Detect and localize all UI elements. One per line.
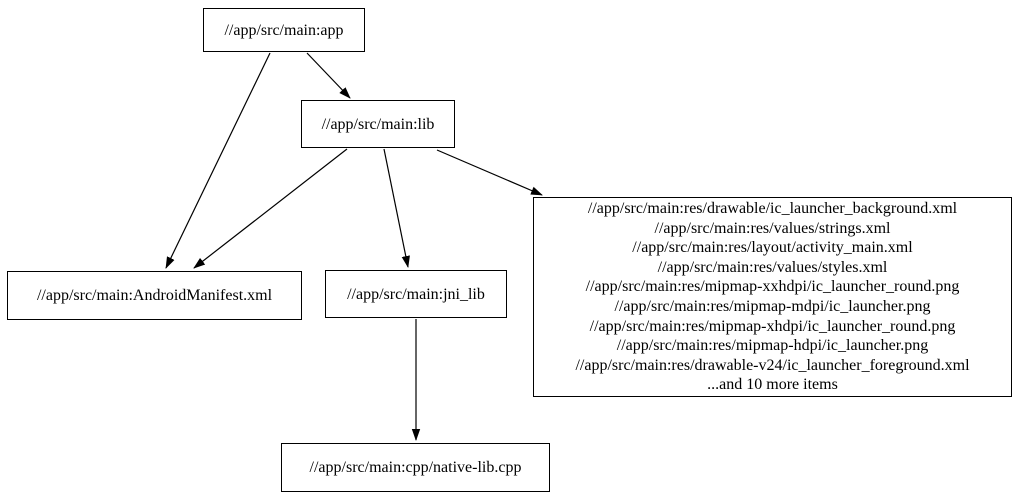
node-lib-label: //app/src/main:lib: [321, 115, 435, 133]
node-android-manifest: //app/src/main:AndroidManifest.xml: [7, 271, 302, 320]
edge-app-to-lib: [306, 52, 351, 99]
res-item: //app/src/main:res/values/styles.xml: [657, 258, 888, 276]
node-lib: //app/src/main:lib: [301, 100, 455, 148]
node-res-group: //app/src/main:res/drawable/ic_launcher_…: [533, 197, 1012, 397]
node-native-lib-cpp-label: //app/src/main:cpp/native-lib.cpp: [309, 459, 522, 476]
node-native-lib-cpp: //app/src/main:cpp/native-lib.cpp: [281, 443, 550, 492]
node-jni-lib: //app/src/main:jni_lib: [325, 270, 507, 318]
res-item: //app/src/main:res/mipmap-hdpi/ic_launch…: [616, 337, 929, 355]
edge-app-to-manifest: [165, 52, 271, 269]
res-more-items: ...and 10 more items: [707, 376, 838, 394]
res-item: //app/src/main:res/values/strings.xml: [654, 219, 891, 237]
edge-lib-to-jni-lib: [383, 148, 410, 268]
node-android-manifest-label: //app/src/main:AndroidManifest.xml: [36, 287, 273, 304]
res-item: //app/src/main:res/mipmap-mdpi/ic_launch…: [614, 298, 931, 315]
edge-lib-to-res-group: [436, 149, 543, 196]
res-item: //app/src/main:res/drawable-v24/ic_launc…: [575, 356, 970, 374]
node-app-label: //app/src/main:app: [224, 21, 344, 39]
node-app: //app/src/main:app: [203, 8, 365, 52]
res-item: //app/src/main:res/mipmap-xhdpi/ic_launc…: [589, 317, 956, 335]
edge-lib-to-manifest: [193, 148, 348, 269]
res-item: //app/src/main:res/mipmap-xxhdpi/ic_laun…: [585, 278, 960, 296]
res-item: //app/src/main:res/drawable/ic_launcher_…: [587, 200, 958, 218]
node-jni-lib-label: //app/src/main:jni_lib: [347, 285, 485, 303]
res-item: //app/src/main:res/layout/activity_main.…: [632, 239, 913, 257]
